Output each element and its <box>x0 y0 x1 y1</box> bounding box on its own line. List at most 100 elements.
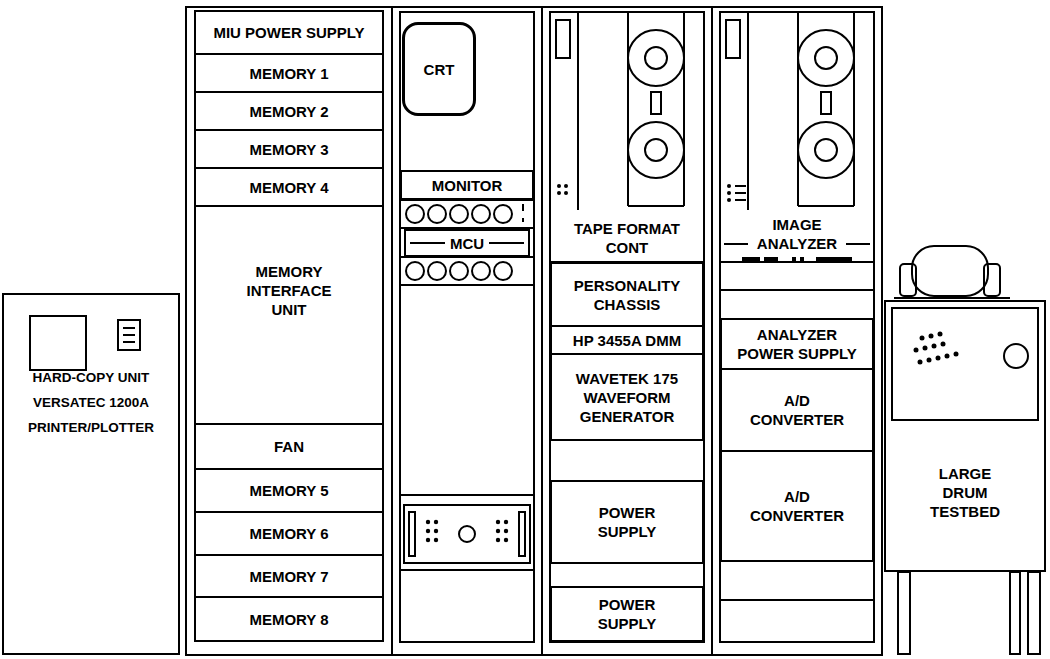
dash <box>816 257 852 261</box>
panel-label: CRT <box>424 60 455 79</box>
panel-label: MIU POWER SUPPLY <box>213 23 364 42</box>
dot <box>945 354 950 359</box>
tape-reel <box>798 30 854 86</box>
tape-divider <box>577 12 579 210</box>
knob <box>494 205 512 223</box>
dot <box>727 184 731 188</box>
drum-base <box>894 297 1010 299</box>
panel-label: LARGE DRUM TESTBED <box>920 464 1010 521</box>
tape-head <box>651 92 661 114</box>
equipment-panel: MEMORY 6 <box>194 511 384 556</box>
knob <box>450 205 468 223</box>
dash <box>800 257 804 261</box>
knob <box>406 262 424 280</box>
dot <box>557 191 561 195</box>
equipment-panel: HP 3455A DMM <box>550 325 704 355</box>
rack-frame <box>186 7 392 655</box>
mcu-rule <box>410 242 445 244</box>
panel-label: IMAGE ANALYZER <box>737 215 857 253</box>
control-knob <box>459 526 475 542</box>
dash <box>735 199 746 201</box>
keypad-key <box>123 341 135 343</box>
rack-frame <box>392 7 542 655</box>
panel-label: MCU <box>450 234 484 253</box>
panel-label: MEMORY 7 <box>249 567 328 586</box>
panel-label: MONITOR <box>432 176 503 195</box>
rack-frame <box>542 7 712 655</box>
reel-hub <box>645 47 667 69</box>
equipment-panel: A/D CONVERTER <box>720 450 874 562</box>
rack-frames <box>186 7 882 655</box>
tape-head <box>821 92 831 114</box>
dot <box>496 529 500 533</box>
panel-label: A/D CONVERTER <box>742 391 852 429</box>
panel-label: POWER SUPPLY <box>577 595 677 633</box>
control-panel <box>404 505 530 563</box>
equipment-panel: MEMORY 3 <box>194 129 384 169</box>
dot <box>434 520 438 524</box>
panel-line <box>400 494 534 496</box>
equipment-panel: MEMORY 5 <box>194 468 384 513</box>
panel-label: HARD-COPY UNIT VERSATEC 1200A PRINTER/PL… <box>4 365 178 440</box>
panel-label: PERSONALITY CHASSIS <box>552 276 702 314</box>
reel-frame <box>628 205 684 207</box>
dot <box>929 334 934 339</box>
reel-frame <box>798 205 854 207</box>
equipment-panel: MEMORY 7 <box>194 554 384 598</box>
tape-drive <box>724 12 870 244</box>
reel-hub <box>645 139 667 161</box>
dot <box>564 191 568 195</box>
dash <box>792 257 796 261</box>
dot <box>936 356 941 361</box>
dot <box>504 538 508 542</box>
equipment-panel: MEMORY INTERFACE UNIT <box>194 205 384 425</box>
panel-label: WAVETEK 175 WAVEFORM GENERATOR <box>552 369 702 426</box>
panel-label: ANALYZER POWER SUPPLY <box>731 325 863 363</box>
panel-handle <box>409 512 415 556</box>
knob <box>472 205 490 223</box>
panel-label: A/D CONVERTER <box>742 487 852 525</box>
dash <box>735 185 746 187</box>
panel-label: MEMORY 4 <box>249 178 328 197</box>
equipment-panel: PERSONALITY CHASSIS <box>550 262 704 327</box>
analyzer-rule <box>724 243 748 245</box>
testbed-knob <box>1004 344 1028 368</box>
knob-panel <box>400 257 534 285</box>
equipment-panel: TAPE FORMAT CONT <box>550 214 704 262</box>
dot <box>923 346 928 351</box>
dot <box>941 342 946 347</box>
panel-label: TAPE FORMAT CONT <box>557 219 697 257</box>
table-leg <box>1028 572 1040 654</box>
table-leg <box>898 572 910 654</box>
panel-handle <box>519 512 525 556</box>
equipment-panel: MEMORY 8 <box>194 596 384 642</box>
dot <box>504 520 508 524</box>
equipment-panel: IMAGE ANALYZER <box>720 212 874 256</box>
reel-hub <box>815 47 837 69</box>
equipment-panel: MONITOR <box>400 170 534 200</box>
equipment-panel: A/D CONVERTER <box>720 368 874 452</box>
panel-label: MEMORY INTERFACE UNIT <box>239 262 339 319</box>
reel-frame <box>683 12 685 206</box>
panel-label: MEMORY 2 <box>249 102 328 121</box>
rack-frame <box>712 7 882 655</box>
dot <box>938 332 943 337</box>
drum-testbed <box>892 246 1040 654</box>
rack-inner <box>550 12 704 642</box>
dot <box>426 538 430 542</box>
rack-inner <box>400 12 534 642</box>
panel-label: MEMORY 3 <box>249 140 328 159</box>
dot <box>920 336 925 341</box>
equipment-panel: WAVETEK 175 WAVEFORM GENERATOR <box>550 353 704 441</box>
tape-slot <box>726 20 740 58</box>
panel-line <box>720 599 874 601</box>
testbed-panel <box>892 308 1038 420</box>
dash <box>735 192 746 194</box>
dot <box>557 184 561 188</box>
printer-keypad <box>118 320 140 350</box>
tape-reel <box>628 30 684 86</box>
tape-divider <box>747 12 749 210</box>
panel-label: MEMORY 5 <box>249 481 328 500</box>
panel-label: MEMORY 6 <box>249 524 328 543</box>
equipment-panel: LARGE DRUM TESTBED <box>884 300 1046 572</box>
